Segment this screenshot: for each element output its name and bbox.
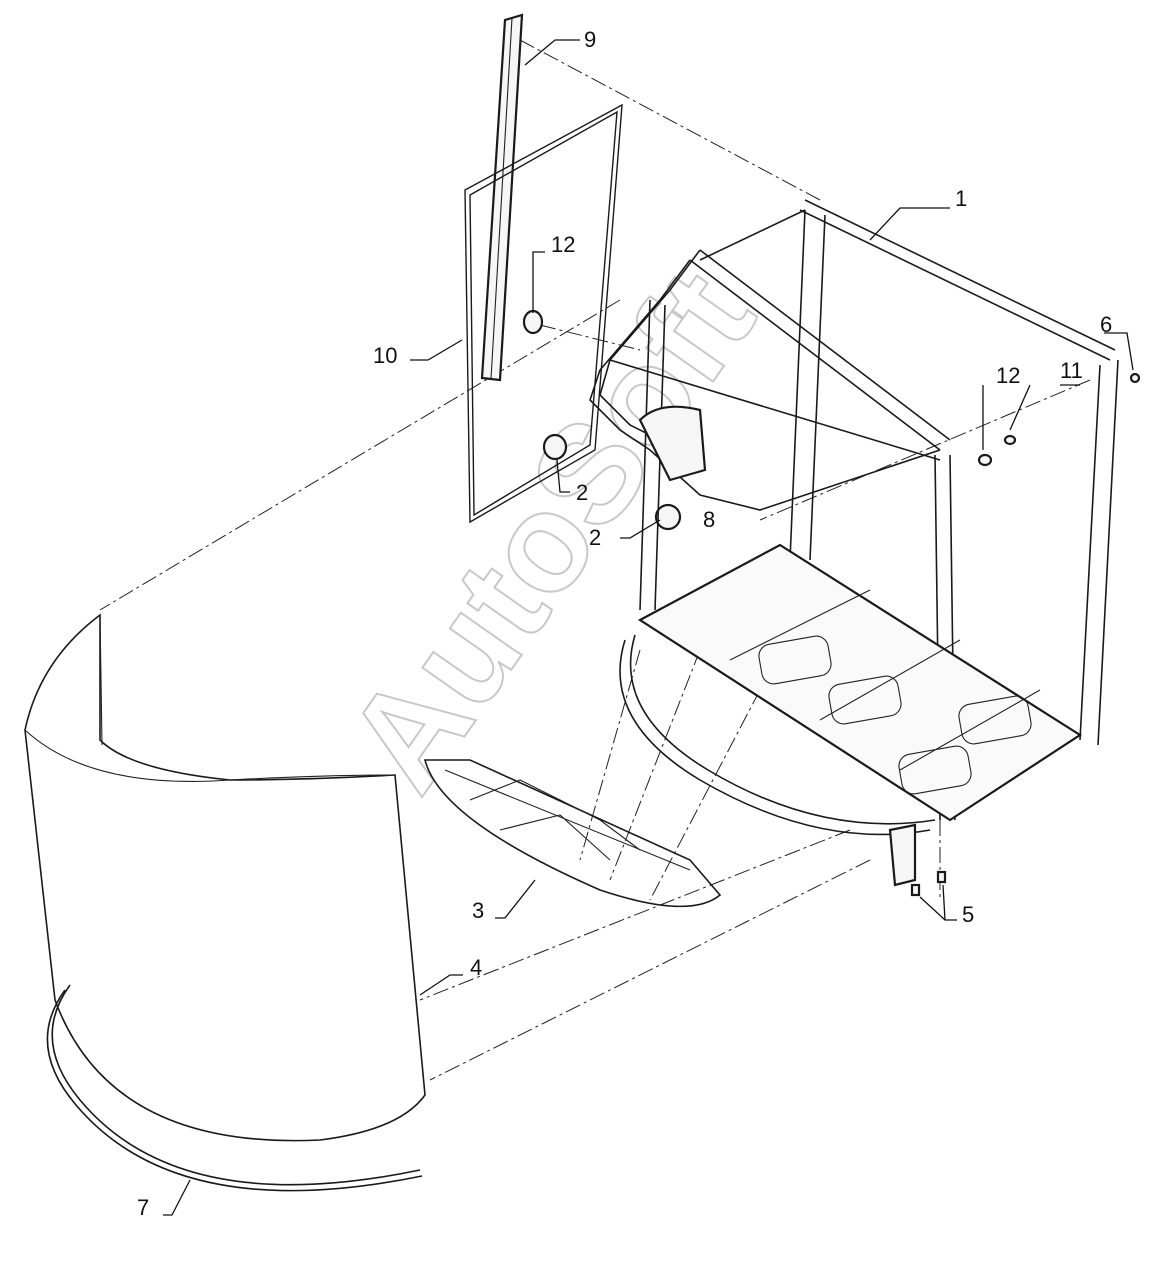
part-6-nut	[1129, 372, 1141, 384]
part-1-cab-frame	[589, 199, 1119, 887]
part-2-grommet-center	[654, 503, 682, 531]
part-3-lower-panel	[423, 759, 722, 908]
part-5-bolts	[910, 870, 947, 897]
callout-2-left: 2	[576, 480, 588, 505]
callout-2-center: 2	[589, 525, 601, 550]
callout-3: 3	[472, 898, 484, 923]
part-7-edge-seal	[46, 984, 423, 1192]
callout-6: 6	[1100, 312, 1112, 337]
part-10-glass-pane	[464, 103, 623, 524]
callout-10: 10	[373, 343, 397, 368]
callout-4: 4	[470, 955, 482, 980]
part-11-bolt	[1003, 434, 1017, 446]
leader-lines	[163, 39, 1134, 1216]
callout-7: 7	[137, 1195, 149, 1220]
part-12-plug-right	[977, 453, 993, 467]
callout-12-left: 12	[551, 232, 575, 257]
part-4-front-shell	[24, 613, 426, 1142]
callout-8: 8	[703, 507, 715, 532]
callout-9: 9	[584, 27, 596, 52]
part-2-grommet-left	[542, 433, 568, 461]
callout-12-right: 12	[996, 363, 1020, 388]
callout-5: 5	[962, 902, 974, 927]
part-12-plug-left	[522, 309, 544, 335]
part-9-trim-strip	[480, 13, 524, 382]
callout-11: 11	[1060, 358, 1083, 383]
callout-1: 1	[955, 186, 967, 211]
